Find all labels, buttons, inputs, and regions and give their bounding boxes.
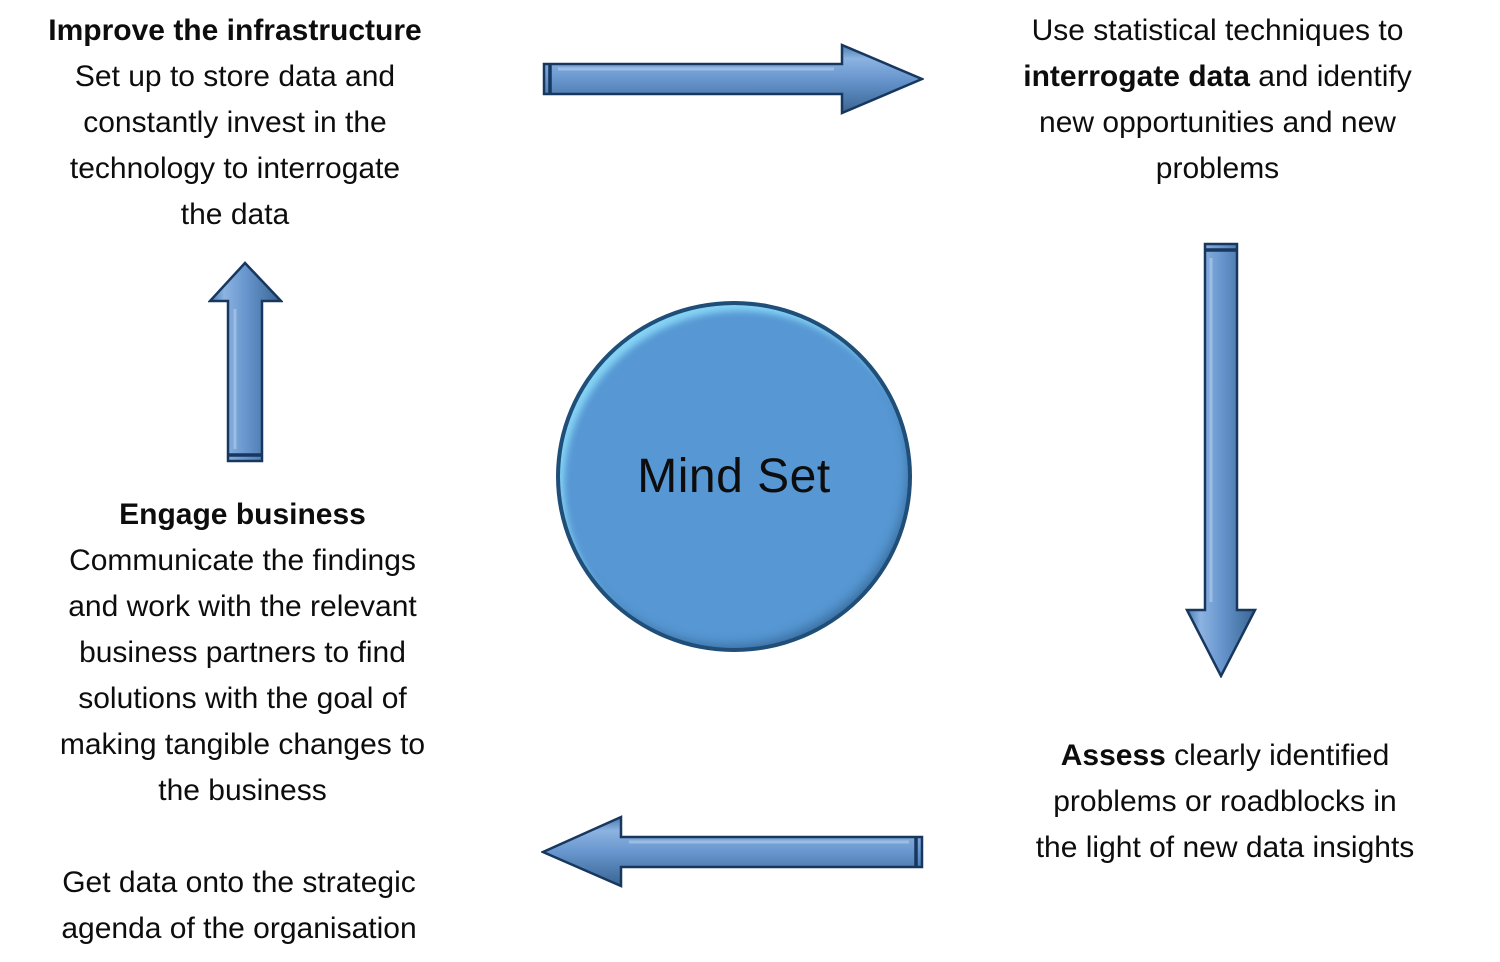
strategic-agenda-text: Get data onto the strategic agenda of th… <box>0 860 478 952</box>
improve-infrastructure-body: Set up to store data and constantly inve… <box>69 60 401 231</box>
interrogate-data-bold: interrogate data <box>1023 60 1250 93</box>
arrow-right-icon <box>542 43 924 115</box>
engage-business-body: Communicate the findings and work with t… <box>59 544 426 807</box>
mindset-circle: Mind Set <box>556 301 912 652</box>
interrogate-data-text: Use statistical techniques to interrogat… <box>975 8 1460 192</box>
assess-problems-bold: Assess <box>1060 739 1166 772</box>
assess-problems-text: Assess clearly identified problems or ro… <box>980 733 1470 871</box>
interrogate-data-post: and identify new opportunities and new p… <box>1039 60 1412 185</box>
engage-business-heading: Engage business <box>119 498 366 531</box>
improve-infrastructure-heading: Improve the infrastructure <box>48 14 422 47</box>
assess-problems-post: clearly identified problems or roadblock… <box>1035 739 1415 864</box>
strategic-agenda-body: Get data onto the strategic agenda of th… <box>61 866 417 945</box>
arrow-up-icon <box>208 261 283 463</box>
arrow-left-icon <box>541 815 924 888</box>
arrow-down-icon <box>1185 242 1257 678</box>
mindset-label: Mind Set <box>637 450 831 503</box>
interrogate-data-pre: Use statistical techniques to <box>1031 14 1404 47</box>
